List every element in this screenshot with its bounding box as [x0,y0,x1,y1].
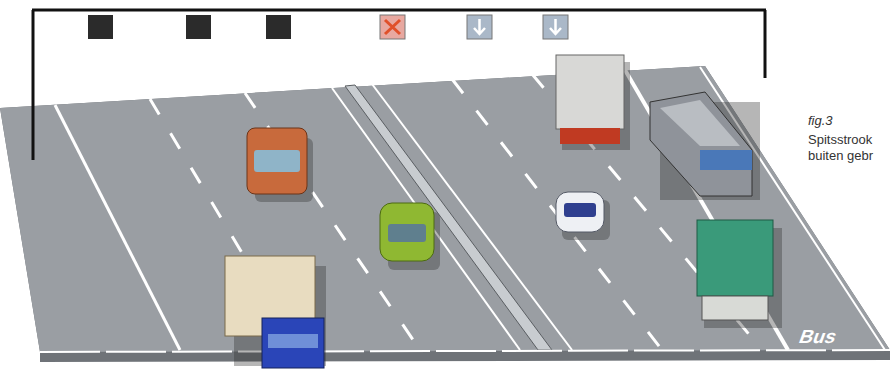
figure-number: fig.3 [808,113,833,128]
peak-lane-line [625,70,788,350]
bus-roof [660,100,740,146]
blank-lane-sign [88,15,113,39]
median-barrier [345,85,552,350]
cross-symbol [385,20,400,34]
car-windscreen [388,224,426,242]
arrow-lane-sign [543,15,568,39]
blank-lane-sign [186,15,211,39]
bus-windscreen [700,150,752,170]
gantry-post [32,10,35,160]
down-arrow-symbol [550,19,561,34]
coach-bus [650,92,752,196]
cab-windscreen [268,334,318,348]
road-front-edge [40,350,890,352]
truck-cab [560,128,620,144]
edge-line [372,84,572,350]
cross-lane-sign [380,15,405,39]
figure-caption: Spitsstrook buiten gebr [808,132,892,164]
road-surface [0,66,890,352]
truck-cab [262,318,324,368]
orange-van [247,128,307,194]
green-truck-box [697,220,773,296]
gantry-beam [32,9,766,12]
gantry-post [764,10,767,78]
blank-lane-sign [266,15,291,39]
edge-line [55,105,180,350]
green-car [380,203,434,261]
white-car [556,192,604,232]
truck-box [556,55,624,129]
road-slab-edge [0,66,890,362]
arrow-lane-sign [467,15,492,39]
down-arrow-symbol [474,19,485,34]
truck-cab [702,296,768,320]
van-windscreen [254,150,300,172]
edge-line [332,88,520,350]
car-roof [564,203,596,217]
